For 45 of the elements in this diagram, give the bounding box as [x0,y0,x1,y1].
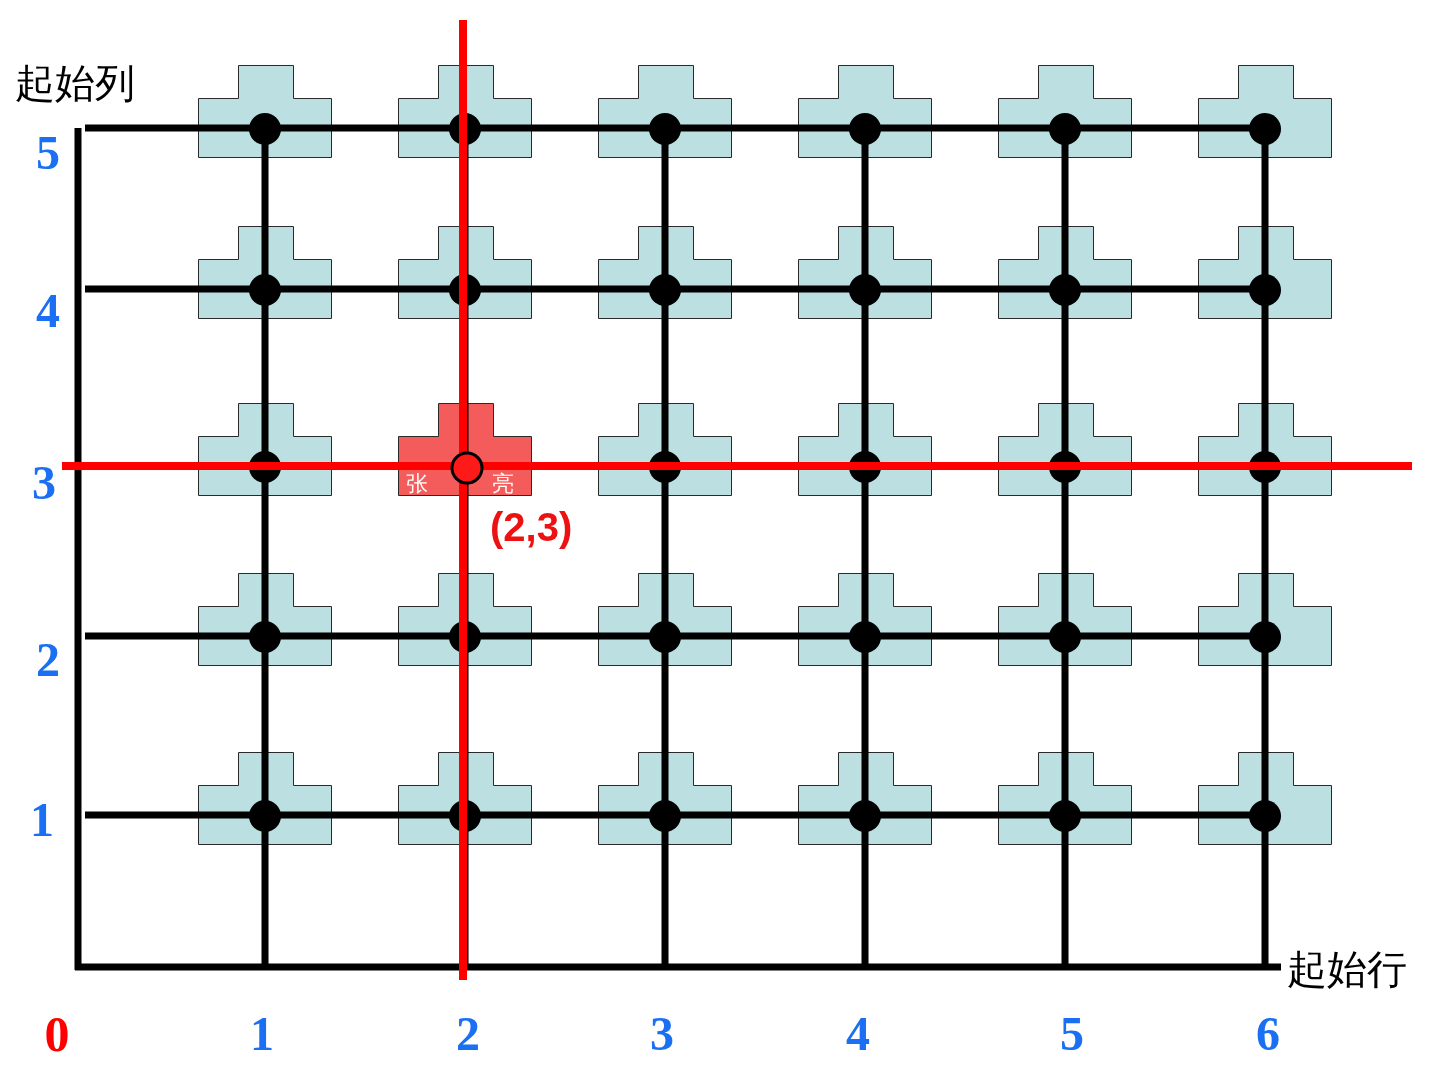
desk [998,65,1132,158]
desk [598,752,732,845]
axis-number: 1 [250,1010,274,1058]
desk [998,226,1132,319]
desk [198,65,332,158]
axis-number: 3 [32,459,56,507]
coordinate-label: (2,3) [490,504,573,550]
desk [1198,752,1332,845]
desk [998,573,1132,666]
origin-number: 0 [44,1009,70,1059]
desk [598,403,732,496]
desk [998,403,1132,496]
axis-number: 4 [36,287,60,335]
desk [598,226,732,319]
desk [398,752,532,845]
desk [798,573,932,666]
axis-number: 2 [456,1010,480,1058]
axis-number: 4 [846,1010,870,1058]
desk [798,226,932,319]
desk [1198,65,1332,158]
desk [798,752,932,845]
desk [198,403,332,496]
desk [198,752,332,845]
axis-title: 起始行 [1287,950,1407,990]
desk [798,403,932,496]
axis-number: 6 [1256,1010,1280,1058]
axis-number: 5 [1060,1010,1084,1058]
axis-title: 起始列 [15,64,135,104]
desk [198,573,332,666]
axis-number: 3 [650,1010,674,1058]
desk [1198,226,1332,319]
axis-number: 5 [36,129,60,177]
axis-number: 2 [36,636,60,684]
desk [398,65,532,158]
desk [598,573,732,666]
desk [198,226,332,319]
desk [1198,403,1332,496]
desk [998,752,1132,845]
desk [598,65,732,158]
desk [798,65,932,158]
student-name: 张亮 [406,473,514,495]
desk [398,573,532,666]
axis-number: 1 [30,796,54,844]
desk [398,226,532,319]
desk [1198,573,1332,666]
